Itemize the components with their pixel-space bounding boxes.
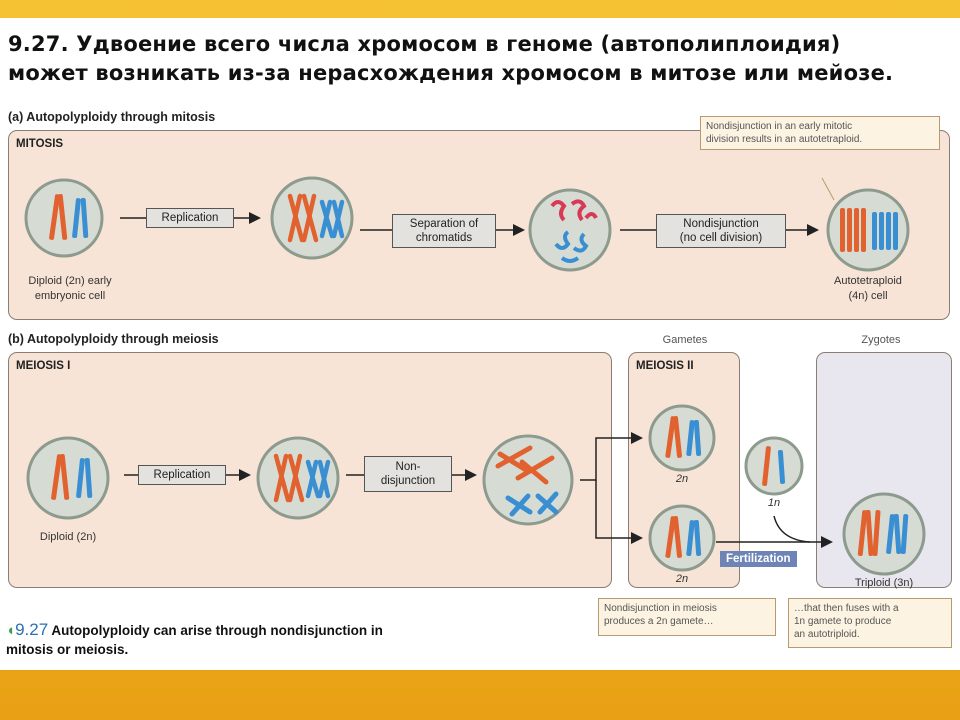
part-b-label: (b) Autopolyploidy through meiosis bbox=[8, 332, 219, 346]
callout-line: Nondisjunction in an early mitotic bbox=[706, 121, 853, 132]
meiosis-2-title: MEIOSIS II bbox=[636, 360, 694, 372]
meiosis-callout-right: …that then fuses with a 1n gamete to pro… bbox=[788, 598, 952, 648]
slide-heading: 9.27. Удвоение всего числа хромосом в ге… bbox=[8, 30, 952, 88]
callout-line: division results in an autotetraploid. bbox=[706, 134, 863, 145]
box-line: Separation of bbox=[409, 218, 479, 230]
meiosis-callout-left: Nondisjunction in meiosis produces a 2n … bbox=[598, 598, 776, 636]
replication-box-a: Replication bbox=[146, 208, 234, 228]
part-a-label: (a) Autopolyploidy through mitosis bbox=[8, 110, 216, 124]
meiosis-diploid-caption: Diploid (2n) bbox=[39, 531, 97, 543]
mitosis-diploid-cell bbox=[24, 178, 104, 258]
meiosis-diploid-cell bbox=[26, 436, 110, 520]
triploid-caption: Triploid (3n) bbox=[854, 577, 914, 589]
mitosis-title: MITOSIS bbox=[16, 138, 64, 150]
gamete-1n-label: 1n bbox=[767, 497, 781, 509]
caption-line: (4n) cell bbox=[848, 290, 888, 302]
caption-text-2: mitosis or meiosis. bbox=[6, 642, 129, 657]
nondisjunction-cell bbox=[482, 434, 574, 526]
autotetraploid-cell bbox=[826, 188, 910, 272]
callout-line: an autotriploid. bbox=[794, 629, 860, 640]
mitosis-callout: Nondisjunction in an early mitotic divis… bbox=[700, 116, 940, 150]
callout-line: Nondisjunction in meiosis bbox=[604, 603, 717, 614]
caption-line-1: ◖9.27 Autopolyploidy can arise through n… bbox=[6, 620, 566, 640]
mitosis-separating-cell bbox=[528, 188, 612, 272]
nondisjunction-box-a: Nondisjunction (no cell division) bbox=[656, 214, 786, 248]
caption-marker-icon: ◖ bbox=[6, 622, 16, 639]
gamete-2n-top bbox=[648, 404, 716, 472]
box-line: chromatids bbox=[415, 232, 473, 244]
slide: 9.27. Удвоение всего числа хромосом в ге… bbox=[0, 18, 960, 670]
gamete-2n-bottom bbox=[648, 504, 716, 572]
heading-line-1: 9.27. Удвоение всего числа хромосом в ге… bbox=[8, 32, 841, 56]
box-line: Nondisjunction bbox=[683, 218, 759, 230]
gamete-bottom-label: 2n bbox=[675, 573, 689, 585]
box-line: (no cell division) bbox=[679, 232, 763, 244]
caption-line: embryonic cell bbox=[34, 290, 106, 302]
callout-line: …that then fuses with a bbox=[794, 603, 899, 614]
gamete-1n bbox=[744, 436, 804, 496]
separation-box: Separation of chromatids bbox=[392, 214, 496, 248]
mitosis-replicated-cell bbox=[270, 176, 354, 260]
figure-caption: ◖9.27 Autopolyploidy can arise through n… bbox=[6, 620, 566, 659]
caption-text-1: Autopolyploidy can arise through nondisj… bbox=[51, 623, 383, 638]
box-line: disjunction bbox=[380, 475, 436, 487]
triploid-zygote bbox=[842, 492, 926, 576]
callout-line: 1n gamete to produce bbox=[794, 616, 892, 627]
zygotes-label: Zygotes bbox=[861, 334, 901, 346]
replication-box-b: Replication bbox=[138, 465, 226, 485]
heading-line-2: может возникать из-за нерасхождения хром… bbox=[8, 61, 894, 85]
gamete-top-label: 2n bbox=[675, 473, 689, 485]
caption-number: 9.27 bbox=[15, 620, 49, 639]
fertilization-label: Fertilization bbox=[720, 551, 797, 567]
caption-line: Diploid (2n) early bbox=[28, 275, 112, 287]
diagram-drawing bbox=[24, 176, 926, 576]
autotetraploid-caption: Autotetraploid (4n) cell bbox=[806, 274, 930, 304]
caption-line: Autotetraploid bbox=[834, 275, 902, 287]
box-line: Non- bbox=[395, 461, 421, 473]
callout-line: produces a 2n gamete… bbox=[604, 616, 714, 627]
nondisjunction-box-b: Non- disjunction bbox=[364, 456, 452, 492]
gametes-label: Gametes bbox=[662, 334, 708, 346]
meiosis-replicated-cell bbox=[256, 436, 340, 520]
meiosis-1-title: MEIOSIS I bbox=[16, 360, 71, 372]
mitosis-diploid-caption: Diploid (2n) early embryonic cell bbox=[8, 274, 132, 304]
